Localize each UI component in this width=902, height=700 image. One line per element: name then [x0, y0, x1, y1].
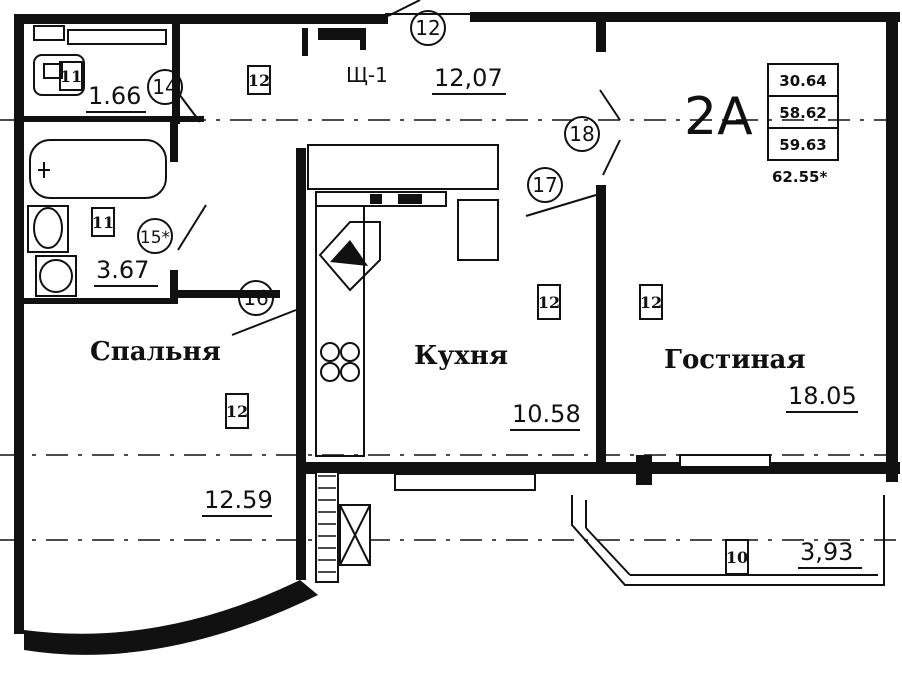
- area-table-row-3: 59.63: [779, 136, 826, 154]
- svg-text:1.66: 1.66: [88, 82, 141, 110]
- svg-text:18.05: 18.05: [788, 382, 857, 410]
- svg-text:12: 12: [226, 402, 248, 421]
- stove-icon: [320, 342, 360, 382]
- svg-text:12,07: 12,07: [434, 64, 503, 92]
- box-tag-kitchen: 12: [537, 284, 561, 320]
- svg-text:12: 12: [640, 293, 662, 312]
- callout-leaders: [231, 194, 597, 336]
- area-wc: 1.66: [86, 82, 146, 113]
- svg-text:14: 14: [152, 75, 177, 99]
- sink-icon: [33, 207, 63, 249]
- area-table: 30.64 58.62 59.63: [767, 63, 839, 161]
- svg-text:11: 11: [92, 213, 114, 232]
- area-kitchen: 10.58: [510, 400, 581, 431]
- callout-18: 18: [564, 116, 600, 152]
- svg-text:18: 18: [569, 122, 594, 146]
- svg-text:12: 12: [248, 71, 270, 90]
- box-tag-living: 12: [639, 284, 663, 320]
- box-tag-loggia: 10: [725, 539, 749, 575]
- kitchen-fixtures: [307, 144, 499, 457]
- svg-text:10: 10: [726, 548, 748, 567]
- callout-15: 15*: [137, 218, 173, 254]
- callout-16: 16: [238, 280, 274, 316]
- callout-17: 17: [527, 167, 563, 203]
- area-loggia: 3,93: [798, 538, 862, 569]
- area-table-row-1: 30.64: [779, 72, 826, 90]
- svg-text:10.58: 10.58: [512, 400, 581, 428]
- corner-sink-icon: [318, 221, 381, 292]
- area-bath: 3.67: [94, 256, 158, 287]
- area-hall: 12,07: [432, 64, 506, 95]
- apartment-type-label: 2A: [684, 87, 753, 147]
- svg-text:12.59: 12.59: [204, 486, 273, 514]
- svg-text:3,93: 3,93: [800, 538, 853, 566]
- room-name-living: Гостиная: [664, 345, 806, 375]
- door-swings: [175, 0, 621, 251]
- toilet-icon: [39, 259, 73, 293]
- box-tag-hall: 12: [247, 65, 271, 95]
- bathroom-fixtures: [27, 25, 167, 297]
- box-tag-bath: 11: [91, 207, 115, 237]
- area-bedroom: 12.59: [202, 486, 273, 517]
- area-living: 18.05: [786, 382, 858, 413]
- svg-text:16: 16: [243, 286, 268, 310]
- total-area: 62.55*: [772, 168, 827, 186]
- svg-text:3.67: 3.67: [96, 256, 149, 284]
- svg-text:15*: 15*: [140, 228, 170, 248]
- room-name-bedroom: Спальня: [90, 337, 221, 367]
- svg-text:17: 17: [532, 173, 557, 197]
- area-table-row-2: 58.62: [779, 104, 826, 122]
- svg-text:12: 12: [538, 293, 560, 312]
- box-tag-bedroom: 12: [225, 393, 249, 429]
- callout-14: 14: [147, 69, 183, 105]
- room-name-kitchen: Кухня: [414, 341, 508, 371]
- outer-walls: [14, 12, 900, 655]
- bathtub-icon: [29, 139, 167, 199]
- callout-12: 12: [410, 10, 446, 46]
- svg-text:12: 12: [415, 16, 440, 40]
- panel-label: Щ-1: [346, 63, 388, 87]
- svg-text:11: 11: [60, 67, 82, 86]
- box-tag-wc: 11: [59, 61, 83, 91]
